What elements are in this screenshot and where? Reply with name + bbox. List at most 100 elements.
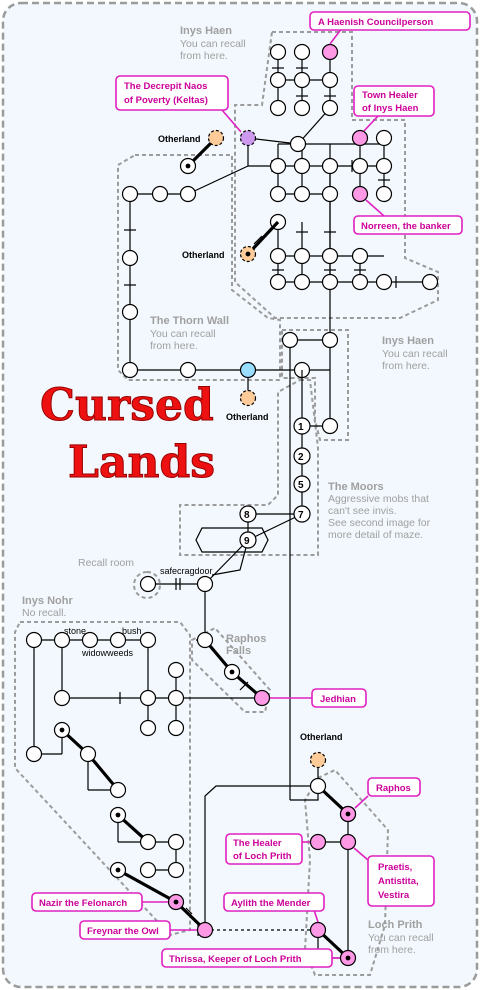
svg-text:of Loch Prith: of Loch Prith [233, 851, 292, 862]
mob-raphos-dot [345, 811, 351, 817]
mob-freynar-owl[interactable] [196, 921, 214, 939]
svg-text:Raphos: Raphos [376, 783, 411, 794]
moors-paths [148, 426, 303, 640]
svg-text:of Inys Haen: of Inys Haen [362, 103, 419, 114]
svg-text:Praetis,: Praetis, [378, 862, 412, 873]
title-line-1: Cursed [40, 380, 214, 431]
label-stone: stone [64, 626, 86, 636]
otherland-exit-loch-prith[interactable] [309, 751, 327, 769]
title-line-2: Lands [68, 437, 215, 488]
svg-text:Jedhian: Jedhian [320, 694, 356, 705]
zone-thorn-wall-outline [117, 154, 281, 381]
label-bush: bush [122, 626, 142, 636]
svg-text:A Haenish Councilperson: A Haenish Councilperson [318, 17, 433, 28]
otherland-exit-north[interactable] [207, 129, 225, 147]
zone-moors-note2: can't see invis. [328, 505, 397, 517]
one-way-dot-1 [59, 727, 65, 733]
recall-point-thorn-wall[interactable] [239, 361, 257, 379]
zone-inys-nohr-outline [14, 621, 191, 937]
svg-text:The Decrepit Naos: The Decrepit Naos [124, 81, 207, 92]
mob-thrissa-dot [345, 955, 351, 961]
zone-loch-prith-name: Loch Prith [368, 919, 423, 931]
room-inys-haen-east-1 [281, 331, 299, 349]
svg-text:Norreen, the banker: Norreen, the banker [361, 221, 451, 232]
mob-norreen-banker[interactable] [351, 185, 369, 203]
zone-loch-prith-outline [303, 768, 390, 976]
room-otherland-link-north-dot [185, 163, 191, 169]
svg-text:of Poverty (Keltas): of Poverty (Keltas) [124, 95, 208, 106]
zone-inys-haen-north-outline [234, 31, 439, 319]
moor-room-2: 2 [298, 452, 304, 463]
callout-aylith-mender: Aylith the Mender [223, 892, 325, 923]
zone-inys-haen-east-note1: You can recall [382, 348, 448, 360]
callout-freynar-owl: Freynar the Owl [79, 920, 197, 940]
zone-raphos-falls-name2: Falls [226, 645, 251, 657]
one-way-dot-2 [115, 812, 121, 818]
zone-inys-haen-north-note1: You can recall [180, 38, 246, 50]
zone-inys-nohr-note1: No recall. [22, 607, 66, 619]
svg-text:Nazir the Felonarch: Nazir the Felonarch [39, 898, 127, 909]
zone-inys-nohr-name: Inys Nohr [22, 595, 73, 607]
mob-haenish-councilperson[interactable] [321, 43, 339, 61]
zone-raphos-falls-name: Raphos [226, 633, 266, 645]
svg-text:Freynar the Owl: Freynar the Owl [87, 926, 159, 937]
zone-moors-note1: Aggressive mobs that [328, 493, 429, 505]
zone-thorn-wall-name: The Thorn Wall [150, 315, 229, 327]
moor-room-8: 8 [244, 510, 250, 521]
moor-room-1: 1 [298, 422, 304, 433]
zone-loch-prith-note2: from here. [368, 944, 416, 956]
zone-inys-haen-east-note2: from here. [382, 360, 430, 372]
moors-rooms [139, 417, 311, 593]
otherland-exit-mid-dot [245, 251, 251, 257]
zone-moors-note4: more detail of maze. [328, 529, 423, 541]
zone-recall-room-name: Recall room [78, 557, 134, 569]
svg-text:Vestira: Vestira [378, 890, 410, 901]
zone-raphos-falls-outline [191, 626, 272, 713]
svg-text:Aylith the Mender: Aylith the Mender [231, 898, 311, 909]
zone-moors-note3: See second image for [328, 517, 431, 529]
zone-loch-prith-note1: You can recall [368, 932, 434, 944]
callout-town-healer-inys-haen: Town Healer of Inys Haen [353, 85, 435, 132]
zone-inys-haen-north-note2: from here. [180, 50, 228, 62]
callout-praetis-antistita-vestira: Praetis, Antistita, Vestira [353, 847, 435, 907]
svg-text:The Healer: The Healer [233, 838, 282, 849]
one-way-dot-3 [115, 867, 121, 873]
callout-healer-loch-prith: The Healer of Loch Prith [225, 833, 310, 865]
mob-town-healer-inys-haen[interactable] [351, 129, 369, 147]
callout-thrissa-keeper: Thrissa, Keeper of Loch Prith [161, 948, 340, 968]
one-way-dot-4 [229, 669, 235, 675]
room-loch-prith-entry [309, 777, 327, 795]
mob-aylith-mender[interactable] [309, 921, 327, 939]
label-otherland-south: Otherland [226, 412, 269, 422]
mob-healer-loch-prith[interactable] [309, 833, 327, 851]
label-otherland-north: Otherland [158, 134, 201, 144]
zone-thorn-wall-note1: You can recall [150, 328, 216, 340]
naos-of-poverty-room[interactable] [239, 129, 257, 147]
thorn-wall-rooms [121, 185, 311, 379]
callout-naos-of-poverty: The Decrepit Naos of Poverty (Keltas) [115, 75, 242, 133]
otherland-exit-south[interactable] [239, 389, 257, 407]
callout-raphos: Raphos [354, 777, 421, 809]
zone-inys-haen-north-name: Inys Haen [180, 25, 232, 37]
room-inys-haen-east-2 [321, 331, 339, 349]
zone-recall-room-outline [133, 571, 161, 599]
label-safecragdoor: safecragdoor [160, 566, 213, 576]
callout-nazir-felonarch: Nazir the Felonarch [31, 892, 168, 912]
mob-praetis-antistita-vestira[interactable] [339, 833, 357, 851]
zone-moors-outline [179, 379, 319, 556]
label-widowweeds: widowweeds [81, 648, 134, 658]
zone-inys-haen-east-name: Inys Haen [382, 335, 434, 347]
svg-text:Town Healer: Town Healer [362, 90, 418, 101]
label-otherland-loch: Otherland [300, 732, 343, 742]
moor-room-7: 7 [298, 510, 304, 521]
mob-jedhian[interactable] [253, 689, 271, 707]
svg-text:Antistita,: Antistita, [378, 876, 419, 887]
moor-room-9: 9 [244, 536, 250, 547]
callout-haenish-councilperson: A Haenish Councilperson [309, 11, 471, 45]
room-inys-haen-east-3 [321, 417, 339, 435]
zone-moors-name: The Moors [328, 481, 384, 493]
zone-thorn-wall-note2: from here. [150, 340, 198, 352]
zone-inys-haen-east-outline [281, 329, 349, 441]
svg-text:Thrissa, Keeper of Loch Prith: Thrissa, Keeper of Loch Prith [169, 954, 302, 965]
